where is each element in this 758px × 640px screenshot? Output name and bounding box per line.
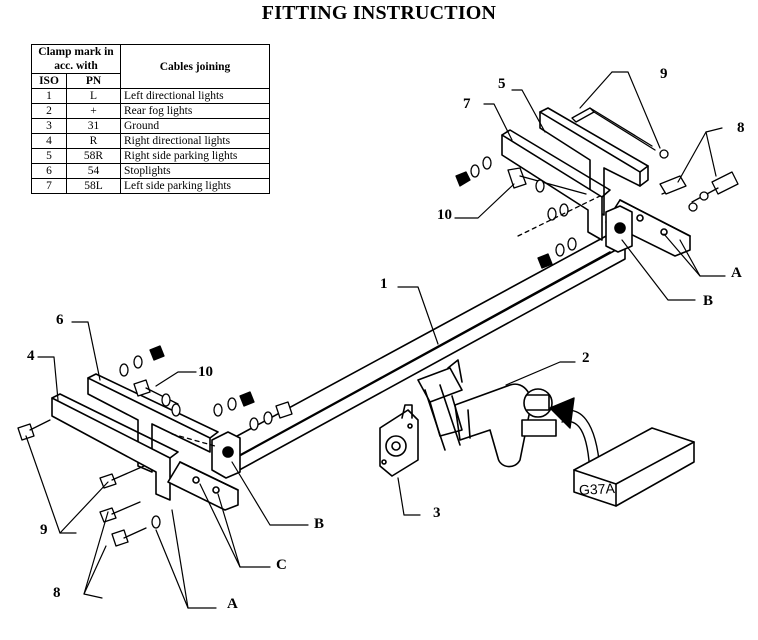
label-9-bottom: 9 [40, 522, 48, 538]
page-title: FITTING INSTRUCTION [261, 2, 497, 24]
pointer-arrow [549, 397, 601, 476]
label-8-top: 8 [737, 120, 745, 136]
label-3: 3 [433, 505, 441, 521]
label-b-bottom: B [314, 516, 325, 532]
label-7: 7 [463, 96, 471, 112]
label-4: 4 [27, 348, 35, 364]
hitch-mount [417, 359, 463, 451]
label-2: 2 [582, 350, 590, 366]
label-6: 6 [56, 312, 64, 328]
label-a-bottom: A [227, 596, 238, 612]
right-bracket-inner [501, 129, 611, 241]
table-row: 3 31 Ground [31, 118, 270, 134]
table-row: 7 58L Left side parking lights [31, 178, 270, 194]
label-8-bottom: 8 [53, 585, 61, 601]
label-a-right: A [731, 265, 742, 281]
crossbar [214, 234, 626, 475]
cable-table: Clamp mark in acc. with Cables joining I… [31, 44, 270, 194]
left-bracket-outer [87, 373, 219, 473]
right-bracket-outer [539, 107, 649, 216]
left-bracket-inner [51, 393, 179, 501]
code-box-label: G37A [578, 480, 616, 498]
right-end-plate [605, 205, 633, 253]
left-hardware [17, 345, 293, 547]
label-b-right: B [703, 293, 714, 309]
socket-plate [379, 404, 419, 477]
label-c: C [276, 557, 287, 573]
header-pn: PN [66, 73, 121, 89]
pn-cell: 58R [66, 148, 121, 164]
ball-neck [454, 383, 557, 468]
label-10-left: 10 [198, 364, 213, 380]
desc-cell: Left side parking lights [120, 178, 270, 194]
table-row: 4 R Right directional lights [31, 133, 270, 149]
header-clamp-mark: Clamp mark in acc. with [31, 44, 121, 74]
label-5: 5 [498, 76, 506, 92]
table-row: 5 58R Right side parking lights [31, 148, 270, 164]
desc-cell: Right side parking lights [120, 148, 270, 164]
table-row: 2 + Rear fog lights [31, 103, 270, 119]
left-plate [167, 461, 239, 511]
label-1: 1 [380, 276, 388, 292]
label-10-top: 10 [437, 207, 452, 223]
leader-lines [25, 71, 726, 609]
label-9-top: 9 [660, 66, 668, 82]
code-box [573, 427, 695, 507]
left-end-plate [211, 431, 241, 479]
